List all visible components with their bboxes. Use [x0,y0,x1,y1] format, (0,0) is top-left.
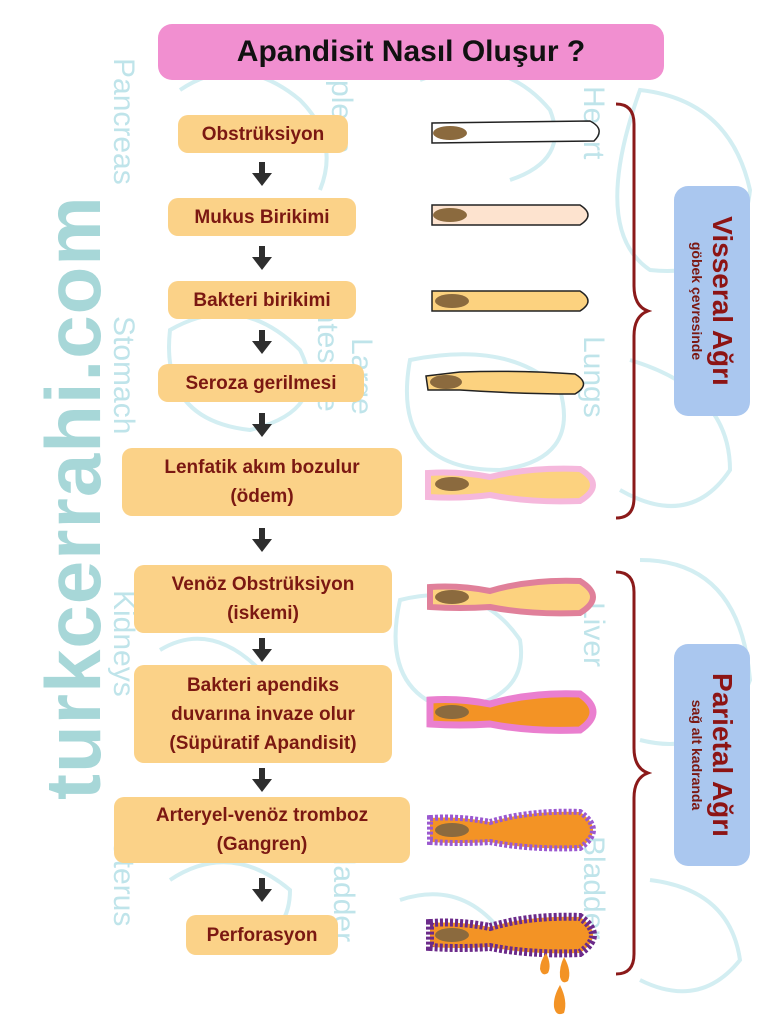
down-arrow-icon [252,638,272,662]
step-perforasyon: Perforasyon [186,915,338,955]
step-line: Perforasyon [206,924,318,946]
down-arrow-icon [252,878,272,902]
step-line: Lenfatik akım bozulur [164,457,360,478]
visceral-pain-subtitle: göbek çevresinde [689,241,705,361]
appendix-obstruction-illustration [431,120,600,144]
step-line: Bakteri apendiks [186,674,340,696]
appendix-serosa-illustration [425,370,585,395]
step-bakteri-invaze: Bakteri apendiks duvarına invaze olur (S… [134,665,392,763]
step-obstruksiyon: Obstrüksiyon [178,115,348,153]
step-mukus-birikimi: Mukus Birikimi [168,198,356,236]
step-line: (iskemi) [227,603,299,624]
appendix-mucus-illustration [431,204,589,226]
appendix-gangrene-illustration [427,808,596,852]
down-arrow-icon [252,330,272,354]
parietal-brace [615,570,652,976]
visceral-pain-text: Visseral Ağrı göbek çevresinde [688,192,738,410]
down-arrow-icon [252,528,272,552]
down-arrow-icon [252,246,272,270]
step-lenfatik-akim: Lenfatik akım bozulur (ödem) [122,448,402,516]
step-line: (Süpüratif Apandisit) [169,732,357,754]
appendix-ischemia-illustration [427,577,596,617]
watermark-text: turkcerrahi.com [29,195,117,800]
visceral-pain-title: Visseral Ağrı [707,216,738,386]
step-line: (ödem) [230,486,294,507]
step-arteryel-venoz: Arteryel-venöz tromboz (Gangren) [114,797,410,863]
parietal-pain-text: Parietal Ağrı sağ alt kadranda [688,650,738,860]
appendix-edema-illustration [425,465,596,505]
down-arrow-icon [252,413,272,437]
step-line: Venöz Obstrüksiyon [171,574,355,595]
step-bakteri-birikimi: Bakteri birikimi [168,281,356,319]
down-arrow-icon [252,768,272,792]
parietal-pain-box: Parietal Ağrı sağ alt kadranda [674,644,750,866]
appendix-bacteria-illustration [431,290,589,312]
step-venoz-obstruksiyon: Venöz Obstrüksiyon (iskemi) [134,565,392,633]
step-line: (Gangren) [216,834,308,855]
appendix-suppurative-illustration [426,690,597,734]
visceral-pain-box: Visseral Ağrı göbek çevresinde [674,186,750,416]
step-line: Arteryel-venöz tromboz [155,805,369,826]
appendix-perforation-illustration [426,912,597,1015]
visceral-brace [615,102,652,520]
page-title: Apandisit Nasıl Oluşur ? [158,24,664,80]
parietal-pain-subtitle: sağ alt kadranda [689,699,705,811]
step-line: Obstrüksiyon [201,123,325,145]
step-line: Seroza gerilmesi [185,372,337,394]
step-line: Bakteri birikimi [193,289,331,311]
parietal-pain-title: Parietal Ağrı [707,673,738,837]
down-arrow-icon [252,162,272,186]
step-seroza-gerilmesi: Seroza gerilmesi [158,364,364,402]
step-line: Mukus Birikimi [194,206,330,228]
step-line: duvarına invaze olur [171,703,355,725]
